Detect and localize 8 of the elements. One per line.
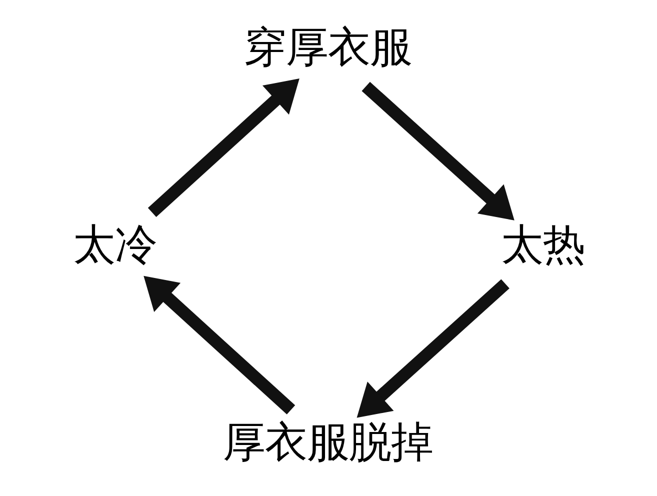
node-text: 穿厚衣服 <box>244 22 412 72</box>
arrow <box>361 82 514 220</box>
arrow <box>356 279 509 418</box>
node-text: 太热 <box>500 220 585 269</box>
arrow <box>143 276 295 414</box>
arrow <box>147 78 299 218</box>
node-text: 太冷 <box>72 220 156 269</box>
node-text: 厚衣服脱掉 <box>222 417 433 466</box>
